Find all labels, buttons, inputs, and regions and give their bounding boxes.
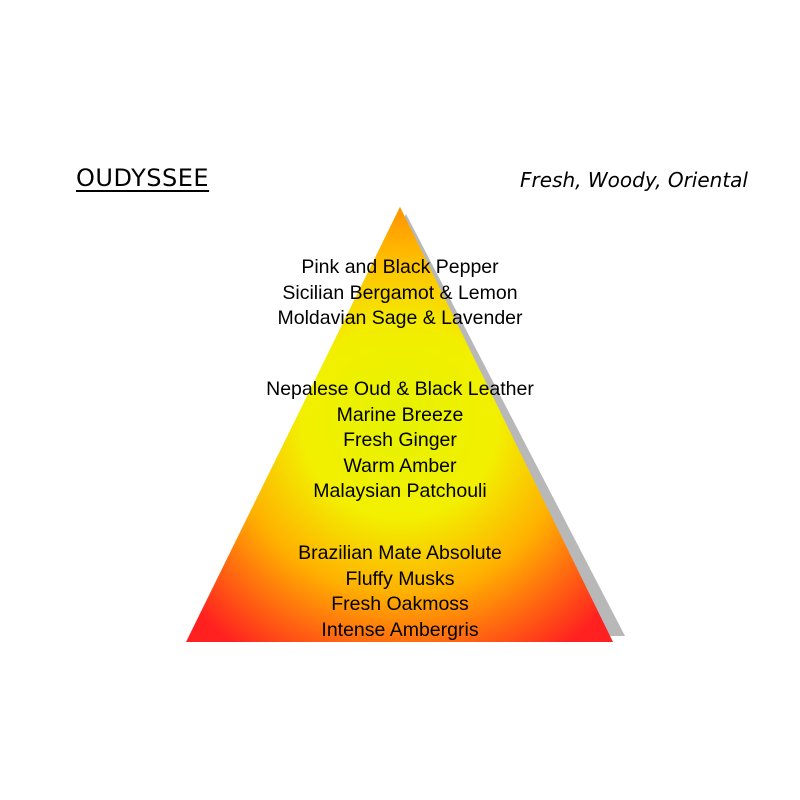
heart-note: Warm Amber xyxy=(343,454,457,477)
heart-note: Marine Breeze xyxy=(336,403,464,426)
base-note: Intense Ambergris xyxy=(321,618,479,641)
heart-note: Fresh Ginger xyxy=(343,429,457,451)
base-note: Fluffy Musks xyxy=(345,567,455,590)
heart-note: Malaysian Patchouli xyxy=(313,480,487,502)
fragrance-family: Fresh, Woody, Oriental xyxy=(520,168,748,192)
base-notes-list: Brazilian Mate Absolute Fluffy Musks Fre… xyxy=(200,541,600,643)
base-note: Brazilian Mate Absolute xyxy=(298,542,502,564)
top-note: Pink and Black Pepper xyxy=(301,256,499,278)
top-note: Moldavian Sage & Lavender xyxy=(277,307,523,329)
base-note: Fresh Oakmoss xyxy=(331,593,469,615)
top-notes-list: Pink and Black Pepper Sicilian Bergamot … xyxy=(200,255,600,332)
heart-note: Nepalese Oud & Black Leather xyxy=(266,378,534,400)
fragrance-title: OUDYSSEE xyxy=(76,164,210,192)
heart-notes-list: Nepalese Oud & Black Leather Marine Bree… xyxy=(200,377,600,505)
top-note: Sicilian Bergamot & Lemon xyxy=(282,281,518,304)
pyramid-apex-glow xyxy=(186,207,613,642)
